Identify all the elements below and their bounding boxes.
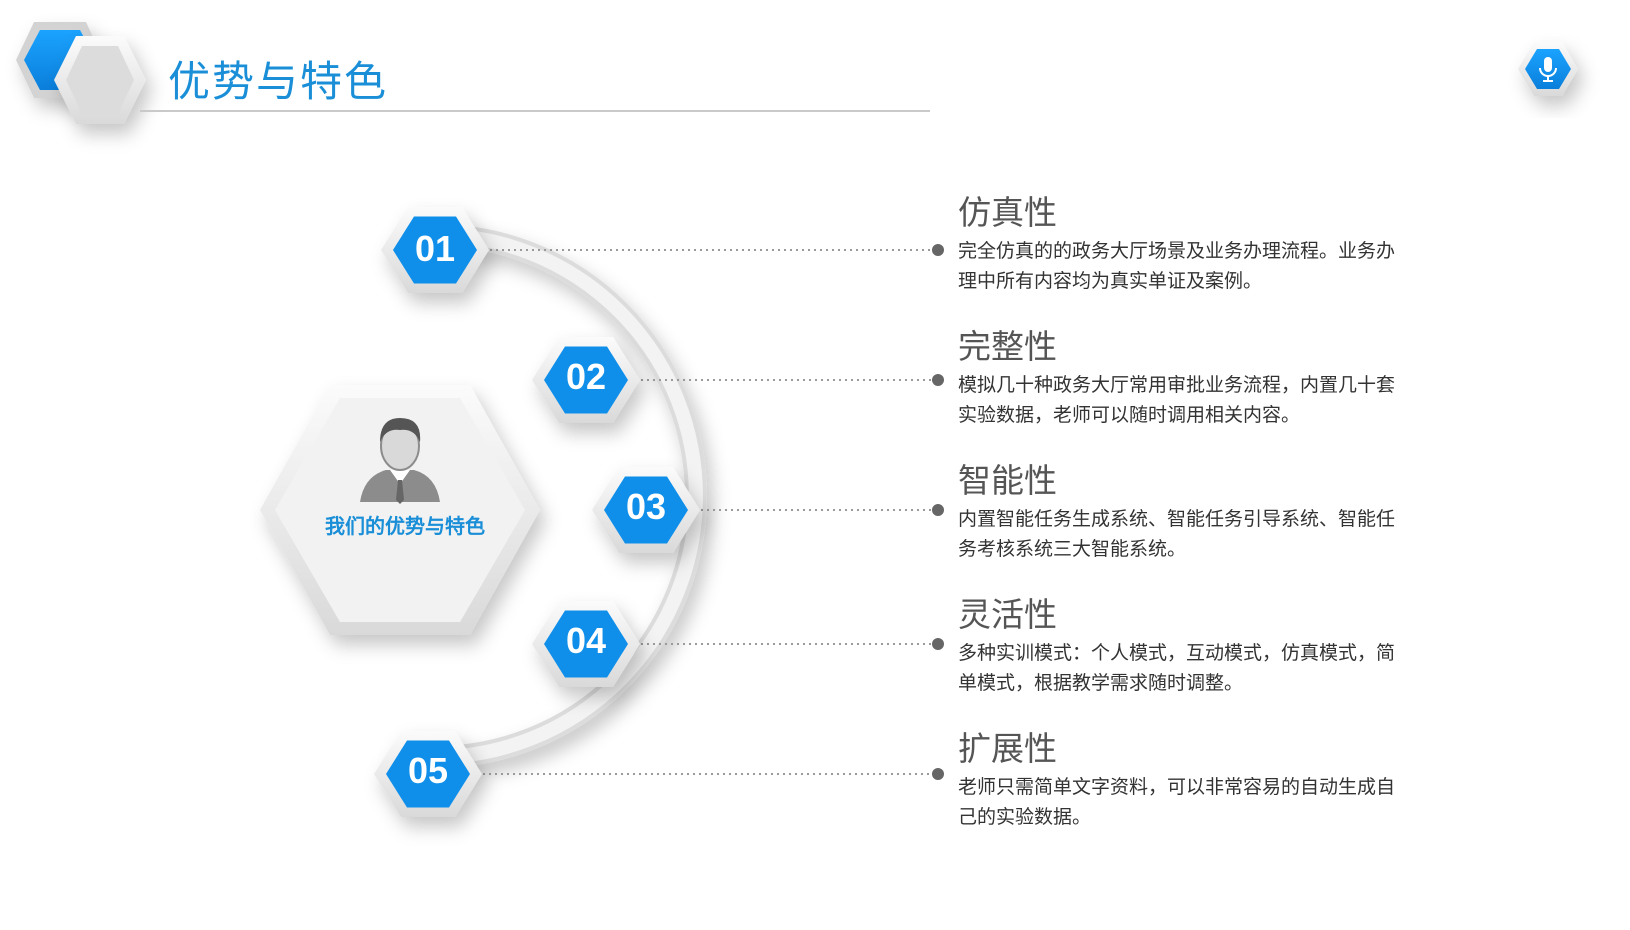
step-badge: [592, 467, 944, 553]
person-icon: [360, 418, 440, 504]
feature-description: 模拟几十种政务大厅常用审批业务流程，内置几十套实验数据，老师可以随时调用相关内容…: [958, 374, 1396, 426]
feature-description: 完全仿真的的政务大厅场景及业务办理流程。业务办理中所有内容均为真实单证及案例。: [958, 240, 1396, 292]
feature-title: 智能性: [958, 461, 1057, 500]
feature-description: 内置智能任务生成系统、智能任务引导系统、智能任务考核系统三大智能系统。: [958, 508, 1396, 560]
badge-fill: [544, 610, 628, 678]
step-badge: [532, 601, 944, 687]
feature-description: 多种实训模式：个人模式，互动模式，仿真模式，简单模式，根据教学需求随时调整。: [958, 642, 1396, 694]
feature-title: 完整性: [958, 327, 1057, 366]
step-badge: [374, 731, 944, 817]
step-number-05: 05: [407, 750, 449, 791]
feature-item: 灵活性 多种实训模式：个人模式，互动模式，仿真模式，简单模式，根据教学需求随时调…: [958, 594, 1458, 698]
badge-fill: [604, 476, 688, 544]
badge-fill: [386, 740, 470, 808]
step-number-03: 03: [625, 486, 667, 527]
step-badges: [374, 207, 944, 817]
step-number-02: 02: [565, 356, 607, 397]
leader-dot: [932, 374, 944, 386]
feature-title: 仿真性: [958, 193, 1057, 232]
feature-item: 完整性 模拟几十种政务大厅常用审批业务流程，内置几十套实验数据，老师可以随时调用…: [958, 326, 1458, 430]
leader-dot: [932, 638, 944, 650]
leader-dot: [932, 504, 944, 516]
leader-dot: [932, 768, 944, 780]
microphone-icon[interactable]: [1518, 42, 1578, 96]
step-badge: [532, 337, 944, 423]
title-divider: [140, 110, 930, 112]
logo-hexagons: [16, 22, 146, 124]
center-label: 我们的优势与特色: [325, 514, 485, 538]
feature-title: 灵活性: [958, 595, 1057, 634]
feature-item: 智能性 内置智能任务生成系统、智能任务引导系统、智能任务考核系统三大智能系统。: [958, 460, 1458, 564]
leader-dot: [932, 244, 944, 256]
page-title: 优势与特色: [168, 57, 389, 106]
feature-item: 仿真性 完全仿真的的政务大厅场景及业务办理流程。业务办理中所有内容均为真实单证及…: [958, 192, 1458, 296]
center-hexagon: [260, 385, 540, 635]
step-badge: [381, 207, 944, 293]
feature-description: 老师只需简单文字资料，可以非常容易的自动生成自己的实验数据。: [958, 776, 1396, 828]
feature-title: 扩展性: [958, 729, 1057, 768]
badge-fill: [393, 216, 477, 284]
step-number-01: 01: [414, 228, 456, 269]
feature-item: 扩展性 老师只需简单文字资料，可以非常容易的自动生成自己的实验数据。: [958, 728, 1458, 832]
step-number-04: 04: [565, 620, 607, 661]
badge-fill: [544, 346, 628, 414]
